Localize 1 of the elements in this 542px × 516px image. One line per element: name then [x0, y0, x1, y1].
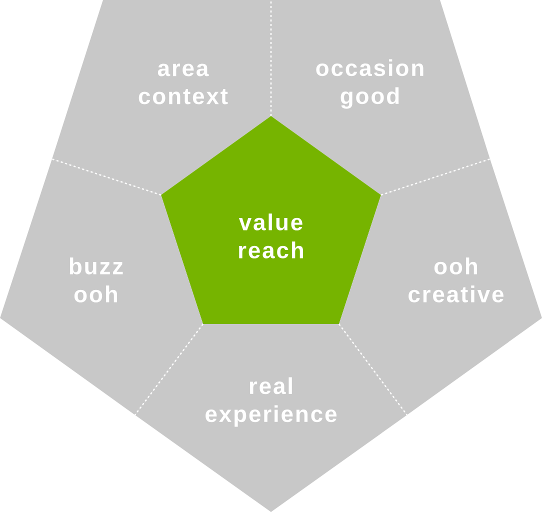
center-pentagon: value reach [161, 116, 381, 324]
